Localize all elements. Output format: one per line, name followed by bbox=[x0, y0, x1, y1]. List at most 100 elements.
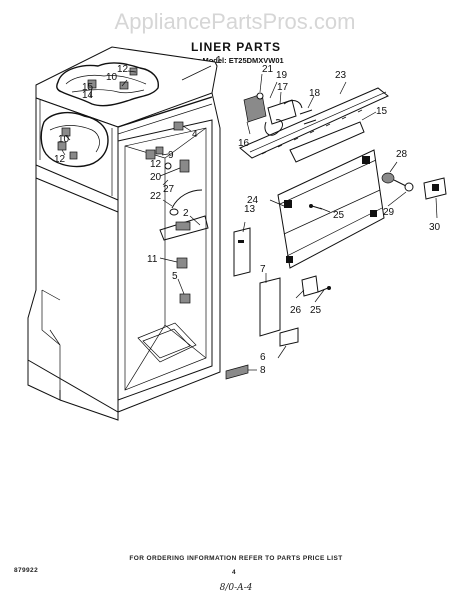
callout-25b: 25 bbox=[310, 305, 322, 316]
callout-6: 6 bbox=[260, 352, 266, 363]
callout-18: 18 bbox=[309, 88, 321, 99]
part-9-bracket bbox=[145, 149, 156, 160]
handwritten-note: 8/0-A-4 bbox=[220, 583, 253, 593]
part-12-screw bbox=[164, 162, 172, 170]
model-line: For Model: ET25DMXVW01 bbox=[188, 56, 283, 65]
fan-motor-group bbox=[243, 92, 317, 136]
part-2-light-housing bbox=[159, 215, 209, 241]
leader-28 bbox=[389, 161, 398, 173]
callout-15-left: 15 bbox=[82, 82, 94, 93]
callout-20: 20 bbox=[150, 172, 162, 183]
part-7-panel bbox=[259, 277, 281, 337]
leader-4 bbox=[182, 125, 192, 132]
callout-24: 24 bbox=[247, 195, 259, 206]
callout-19: 19 bbox=[276, 70, 288, 81]
top-heater-inner-1 bbox=[65, 74, 147, 85]
callout-12-left: 12 bbox=[54, 154, 66, 165]
leader-6 bbox=[277, 345, 287, 359]
part-4-clip bbox=[173, 121, 184, 131]
leader-25a bbox=[319, 207, 331, 213]
bottom-pan-outline bbox=[137, 322, 197, 363]
bottom-pan-inner bbox=[142, 328, 191, 359]
evaporator-cover-23 bbox=[239, 87, 389, 163]
leader-10b bbox=[65, 135, 71, 141]
interior-parts bbox=[145, 121, 209, 304]
callout-27: 27 bbox=[163, 184, 175, 195]
leader-22 bbox=[162, 199, 173, 207]
screw-25-a-head bbox=[309, 204, 313, 208]
callout-14: 14 bbox=[82, 90, 94, 101]
callout-9: 9 bbox=[168, 150, 174, 161]
panel-24-corner-tr bbox=[362, 156, 370, 164]
leader-15a bbox=[89, 87, 93, 99]
part-13-plate bbox=[233, 227, 251, 277]
left-heater-outline bbox=[40, 111, 109, 168]
callout-12-mid: 12 bbox=[150, 159, 162, 170]
top-clip-2 bbox=[119, 81, 129, 90]
panel-24-corner-bl bbox=[286, 256, 293, 263]
part-22-tube bbox=[171, 189, 203, 209]
top-heater-outline bbox=[56, 62, 159, 107]
part-2-socket bbox=[175, 221, 191, 231]
document-code: 879922 bbox=[14, 567, 38, 574]
leader-18 bbox=[307, 95, 315, 109]
refrigerator-liner bbox=[27, 46, 221, 421]
cabinet-front-right-edge bbox=[117, 92, 221, 413]
callout-4: 4 bbox=[192, 129, 198, 140]
callout-28: 28 bbox=[396, 149, 408, 160]
ordering-note: FOR ORDERING INFORMATION REFER TO PARTS … bbox=[129, 555, 342, 562]
panel-24 bbox=[277, 149, 385, 269]
leader-2 bbox=[189, 215, 201, 226]
leader-26 bbox=[295, 289, 305, 299]
fan-blade bbox=[264, 119, 283, 136]
cover-fan-shroud bbox=[289, 121, 365, 163]
cover-rail-line bbox=[249, 91, 387, 153]
part-20-switch bbox=[179, 159, 190, 173]
leader-27 bbox=[162, 179, 169, 186]
leader-13 bbox=[242, 221, 246, 233]
leader-5 bbox=[177, 278, 185, 295]
cover-vents bbox=[261, 109, 363, 155]
leader-10a bbox=[121, 79, 128, 87]
panel-24-lines bbox=[279, 159, 383, 257]
callout-13: 13 bbox=[244, 204, 256, 215]
callout-23: 23 bbox=[335, 70, 347, 81]
part-26-bracket bbox=[301, 275, 319, 297]
part-28-grommet bbox=[381, 172, 395, 184]
callout-1: 1 bbox=[216, 55, 222, 66]
diagram-title: LINER PARTS bbox=[191, 40, 281, 54]
callout-11: 11 bbox=[147, 254, 158, 265]
part-27-grommet bbox=[169, 208, 179, 216]
panel-24-corner-br bbox=[370, 210, 377, 217]
leader-20 bbox=[159, 167, 181, 177]
lower-right-parts bbox=[225, 227, 299, 380]
callout-10-top: 10 bbox=[106, 72, 118, 83]
part-30-face bbox=[432, 184, 439, 191]
callout-8: 8 bbox=[260, 365, 266, 376]
part-19-wire bbox=[283, 100, 303, 109]
leader-25b bbox=[314, 289, 325, 303]
part-17-motor bbox=[267, 99, 297, 125]
page-number: 4 bbox=[232, 569, 236, 576]
part-29-cap bbox=[404, 182, 414, 192]
callout-22: 22 bbox=[150, 191, 162, 202]
panel-24-corner-tl bbox=[284, 200, 292, 208]
leader-12a bbox=[127, 70, 137, 73]
part-16-bracket bbox=[243, 93, 267, 123]
part-9-bracket-b bbox=[155, 146, 164, 155]
toe-area-lines bbox=[41, 289, 61, 346]
left-heater-inner bbox=[49, 125, 100, 153]
part-29-line bbox=[393, 179, 407, 187]
callout-29: 29 bbox=[383, 207, 395, 218]
callout-2: 2 bbox=[183, 208, 189, 219]
freezer-wall-edges bbox=[39, 100, 113, 196]
callout-15-right: 15 bbox=[376, 106, 388, 117]
part-21-screw bbox=[256, 92, 264, 100]
callout-17: 17 bbox=[277, 82, 289, 93]
part-13-slot bbox=[238, 240, 244, 243]
callout-12-top: 12 bbox=[117, 64, 129, 75]
cabinet-top-rail-inner bbox=[117, 103, 213, 135]
evaporator-panel-24 bbox=[277, 149, 385, 297]
part-18-screws bbox=[299, 109, 317, 125]
